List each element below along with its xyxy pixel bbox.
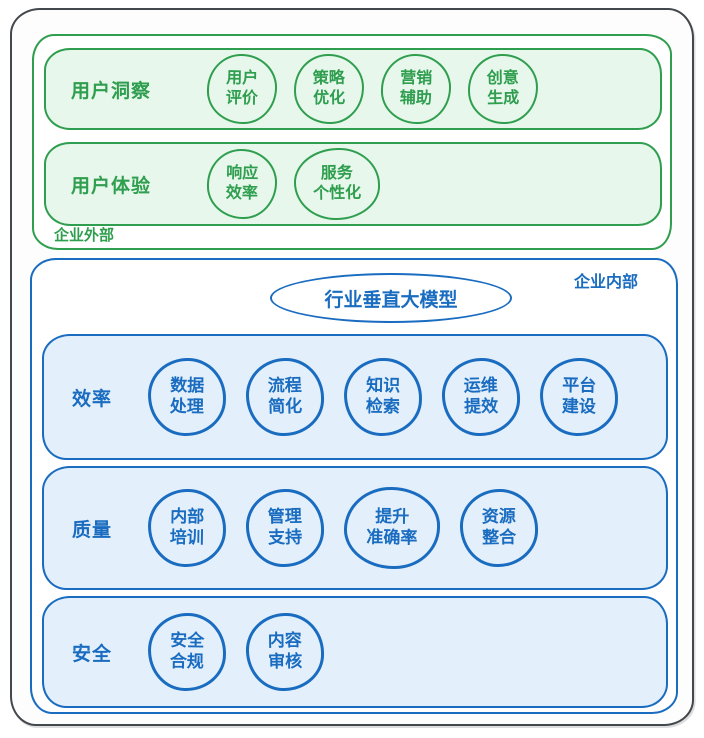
external-section: 用户洞察 用户 评价 策略 优化 营销 辅助 创意 生成 用户体验 响应 效率 … xyxy=(32,34,672,250)
bubble-ops-efficiency: 运维 提效 xyxy=(441,357,521,437)
bubble-accuracy-improvement: 提升 准确率 xyxy=(343,486,441,570)
row-quality: 质量 内部 培训 管理 支持 提升 准确率 资源 整合 xyxy=(42,466,668,590)
row-title-efficiency: 效率 xyxy=(72,388,113,410)
row-title-user-insight: 用户洞察 xyxy=(71,80,152,102)
bubble-data-processing: 数据 处理 xyxy=(147,357,227,437)
external-label: 企业外部 xyxy=(54,227,115,244)
row-security: 安全 安全 合规 内容 审核 xyxy=(42,596,668,708)
bubble-creative-generation: 创意 生成 xyxy=(467,53,539,125)
bubble-platform-construction: 平台 建设 xyxy=(539,357,619,437)
bubble-group-efficiency: 数据 处理 流程 简化 知识 检索 运维 提效 平台 建设 xyxy=(147,357,619,437)
model-ellipse: 行业垂直大模型 xyxy=(270,273,512,323)
bubble-group-user-insight: 用户 评价 策略 优化 营销 辅助 创意 生成 xyxy=(206,53,539,125)
bubble-group-quality: 内部 培训 管理 支持 提升 准确率 资源 整合 xyxy=(147,486,539,570)
internal-label: 企业内部 xyxy=(573,274,638,291)
bubble-response-efficiency: 响应 效率 xyxy=(206,148,278,220)
bubble-management-support: 管理 支持 xyxy=(245,488,325,568)
bubble-marketing-assist: 营销 辅助 xyxy=(380,53,452,125)
row-title-security: 安全 xyxy=(72,643,113,665)
row-efficiency: 效率 数据 处理 流程 简化 知识 检索 运维 提效 平台 建设 xyxy=(42,334,668,460)
bubble-internal-training: 内部 培训 xyxy=(147,488,227,568)
bubble-strategy-optimization: 策略 优化 xyxy=(293,53,365,125)
bubble-process-simplification: 流程 简化 xyxy=(245,357,325,437)
bubble-resource-integration: 资源 整合 xyxy=(459,488,539,568)
internal-section: 企业内部 行业垂直大模型 效率 数据 处理 流程 简化 知识 检索 运维 提效 … xyxy=(30,258,678,714)
bubble-group-user-experience: 响应 效率 服务 个性化 xyxy=(206,147,381,221)
bubble-knowledge-retrieval: 知识 检索 xyxy=(343,357,423,437)
bubble-service-personalization: 服务 个性化 xyxy=(293,147,381,221)
bubble-content-review: 内容 审核 xyxy=(245,612,325,692)
outer-frame: 用户洞察 用户 评价 策略 优化 营销 辅助 创意 生成 用户体验 响应 效率 … xyxy=(10,8,694,726)
row-title-user-experience: 用户体验 xyxy=(71,175,152,197)
row-user-insight: 用户洞察 用户 评价 策略 优化 营销 辅助 创意 生成 xyxy=(44,48,662,130)
row-title-quality: 质量 xyxy=(72,519,113,541)
bubble-security-compliance: 安全 合规 xyxy=(147,612,227,692)
row-user-experience: 用户体验 响应 效率 服务 个性化 xyxy=(44,142,662,226)
bubble-user-review: 用户 评价 xyxy=(206,53,278,125)
bubble-group-security: 安全 合规 内容 审核 xyxy=(147,612,325,692)
